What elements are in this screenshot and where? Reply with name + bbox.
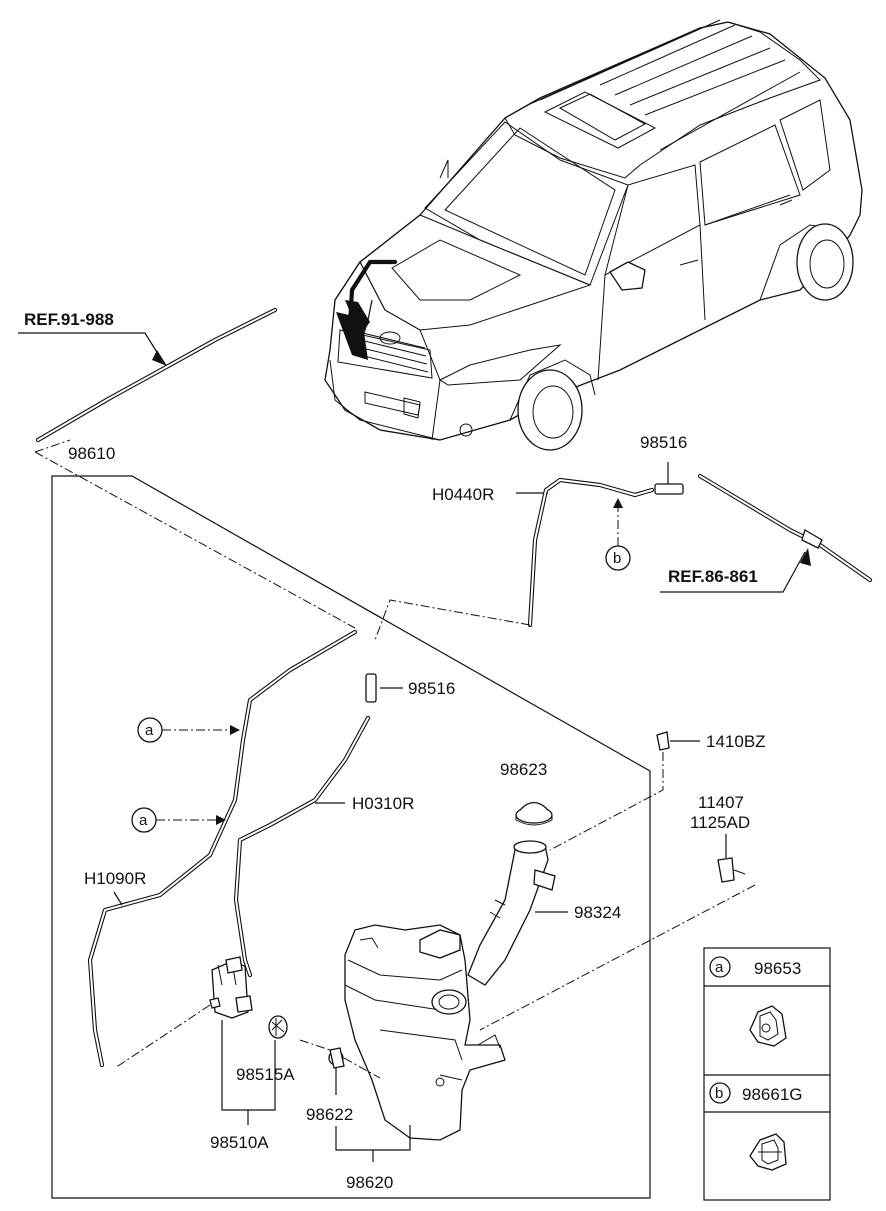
part-98516-upper-label: 98516 <box>640 433 687 452</box>
callout-a-lower-text: a <box>139 812 148 829</box>
filter-98515a: 98515A <box>236 1015 295 1084</box>
legend-b-circle <box>709 1082 731 1104</box>
part-98324-label: 98324 <box>574 903 621 922</box>
part-98620-label: 98620 <box>346 1173 393 1192</box>
bolt-1410bz-group: 1410BZ <box>549 731 766 851</box>
callout-a-upper: a <box>137 717 240 743</box>
cap-98623-group: 98623 <box>500 760 553 826</box>
callout-a-lower: a <box>131 807 226 833</box>
reservoir-98620 <box>344 924 506 1141</box>
legend-table: a 98653 b 98661G <box>703 947 831 1201</box>
hose-h0310r: H0310R <box>233 715 414 978</box>
hose-h0440r-label: H0440R <box>432 485 494 504</box>
washer-pump-98510a: 98510A <box>114 956 276 1152</box>
part-98610-label: 98610 <box>68 444 115 463</box>
hose-h1090r: H1090R <box>84 629 358 1068</box>
connector-98516-upper <box>654 483 684 495</box>
grommet-98622: 98622 98620 <box>299 1039 411 1192</box>
clip-98661g-icon <box>749 1133 787 1171</box>
legend-b-part: 98661G <box>742 1085 803 1104</box>
callout-b-text: b <box>613 550 621 567</box>
connector-98516-mid <box>365 673 377 703</box>
callout-a-upper-text: a <box>145 722 154 739</box>
bolt-1410bz <box>656 731 670 751</box>
connector-98516-mid-group: 98516 <box>365 673 455 703</box>
part-98623-label: 98623 <box>500 760 547 779</box>
part-98622-label: 98622 <box>306 1105 353 1124</box>
ref-body-label: REF.91-988 <box>24 310 114 329</box>
legend-a-circle <box>709 956 731 978</box>
main-panel: 98610 <box>34 439 651 1199</box>
part-98510a-label: 98510A <box>210 1133 269 1152</box>
legend-a-part: 98653 <box>754 959 801 978</box>
part-98515a-label: 98515A <box>236 1065 295 1084</box>
bolt-1125ad <box>717 857 735 883</box>
part-1410bz-label: 1410BZ <box>706 732 766 751</box>
ref-washer-label: REF.86-861 <box>668 567 758 586</box>
filler-neck-98324: 98324 <box>467 840 621 986</box>
part-98516-mid-label: 98516 <box>408 679 455 698</box>
bolt-1125ad-group: 11407 1125AD <box>479 793 756 1031</box>
hose-h1090r-label: H1090R <box>84 869 146 888</box>
vehicle-illustration <box>324 19 863 451</box>
hose-h0310r-label: H0310R <box>352 794 414 813</box>
clip-98653-icon <box>749 1005 787 1047</box>
part-1125ad-label: 1125AD <box>690 813 750 832</box>
ref-91-988-callout: REF.91-988 <box>18 307 278 443</box>
ref-86-861-callout: REF.86-861 <box>660 473 873 593</box>
part-11407-label: 11407 <box>698 793 744 812</box>
hose-h0440r-group: H0440R 98516 b <box>374 433 687 641</box>
legend-b-key: b <box>715 1085 723 1102</box>
legend-a-key: a <box>715 959 724 976</box>
